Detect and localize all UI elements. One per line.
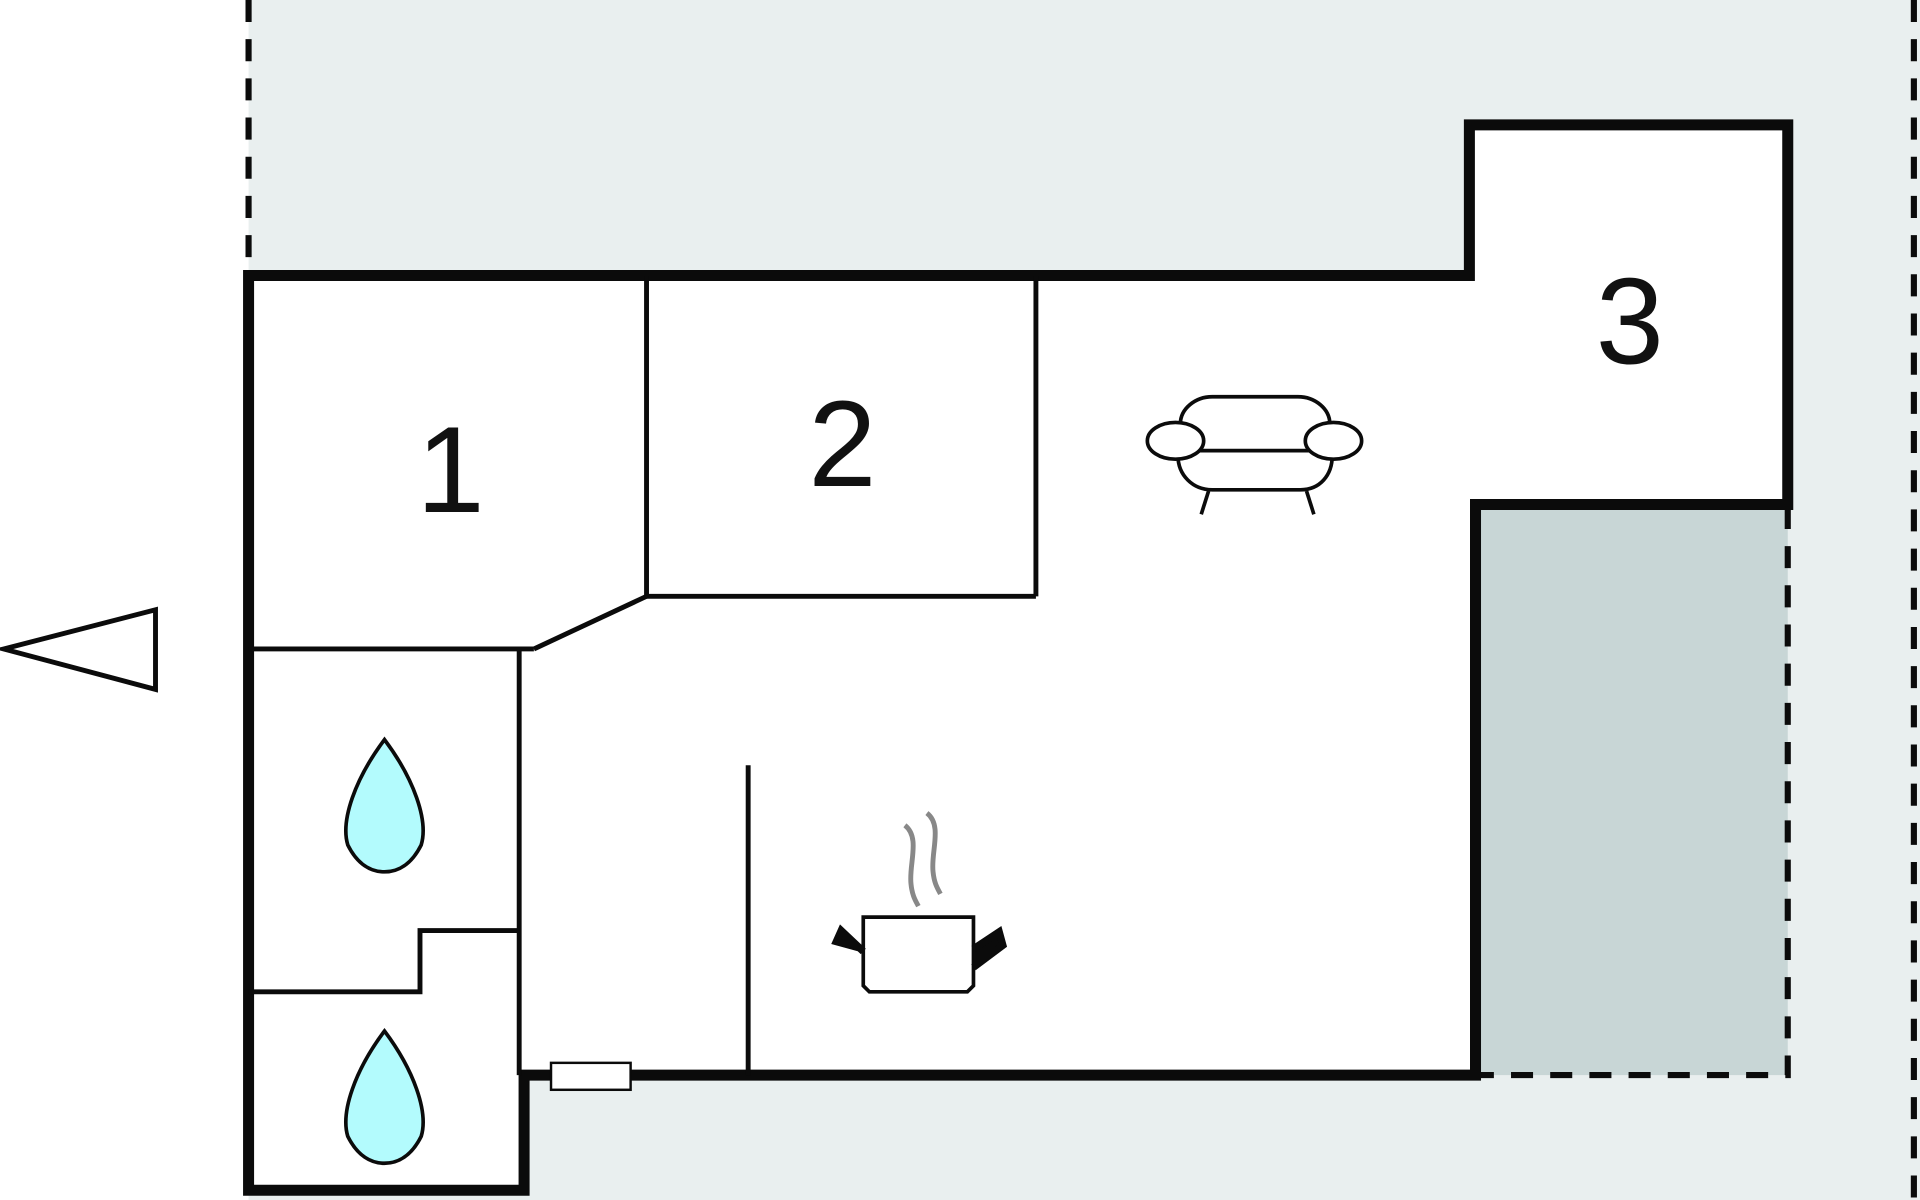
terrace-area — [1479, 506, 1788, 1076]
room-1-label: 1 — [417, 401, 485, 538]
sofa-icon — [1145, 394, 1364, 515]
room-3-label: 3 — [1596, 253, 1664, 390]
water-drop-icon — [344, 1027, 425, 1166]
water-drop-icon — [344, 736, 425, 874]
interior-walls — [248, 275, 1039, 1076]
north-arrow-icon — [0, 606, 158, 693]
cooking-pot-icon — [831, 811, 1008, 994]
building-outline — [243, 119, 1794, 1196]
window-icon — [549, 1061, 632, 1092]
terrace-boundary — [1479, 506, 1791, 1079]
room-2-label: 2 — [808, 375, 876, 512]
